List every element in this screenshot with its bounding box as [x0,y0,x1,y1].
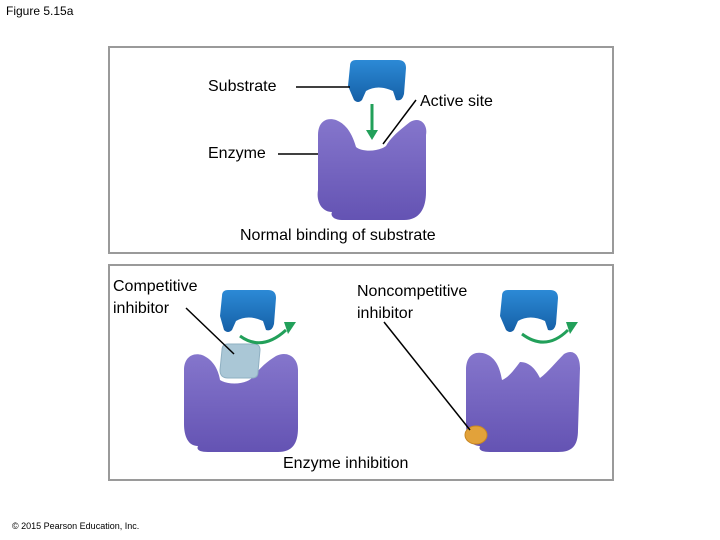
enzyme-shape [317,119,427,220]
substrate-noncompetitive-shape [500,290,558,332]
substrate-label: Substrate [208,78,277,95]
substrate-shape [348,60,406,102]
noncompetitive-inhibitor-shape [464,425,488,445]
blocked-arrow-competitive [239,328,288,345]
enzyme-inhibition-caption: Enzyme inhibition [283,455,409,472]
competitive-leader-line [185,307,235,355]
figure-label: Figure 5.15a [6,4,74,18]
competitive-inhibitor-shape [219,343,261,379]
copyright-notice: © 2015 Pearson Education, Inc. [12,521,140,531]
substrate-competitive-shape [220,290,276,332]
competitive-label-line2: inhibitor [113,300,170,317]
active-site-label: Active site [420,93,493,110]
noncompetitive-leader-line [383,321,471,431]
blocked-arrow-noncompetitive [521,328,570,344]
active-site-leader-line [382,99,417,145]
noncompetitive-label-line1: Noncompetitive [357,283,468,300]
normal-binding-caption: Normal binding of substrate [240,227,436,244]
blocked-arrowhead-competitive [284,322,296,334]
enzyme-label: Enzyme [208,145,266,162]
enzyme-competitive-shape [184,353,298,452]
noncompetitive-label-line2: inhibitor [357,305,414,322]
binding-arrowhead [366,130,378,140]
enzyme-noncompetitive-shape [466,351,580,452]
competitive-label-line1: Competitive [113,278,198,295]
blocked-arrowhead-noncompetitive [566,322,578,334]
